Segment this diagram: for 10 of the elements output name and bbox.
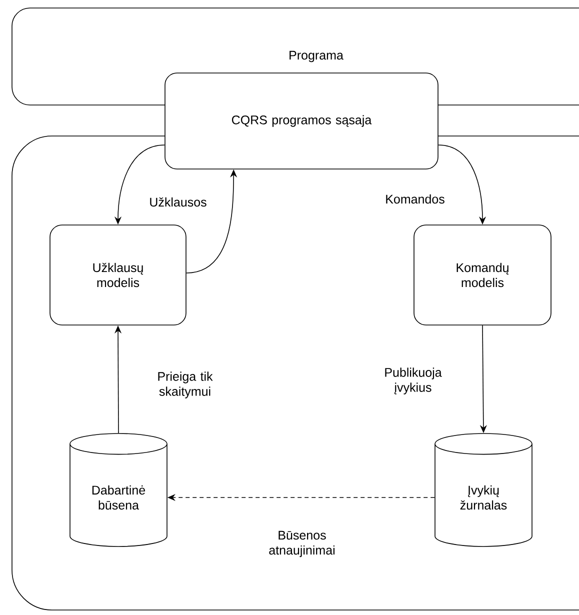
database-cylinder: Dabartinė būsena bbox=[70, 433, 168, 547]
edge-label: Komandos bbox=[384, 193, 446, 205]
edge-label: Publikuoja įvykius bbox=[376, 366, 450, 396]
database-cylinder: Įvykių žurnalas bbox=[434, 433, 532, 547]
process-box: Komandų modelis bbox=[414, 224, 552, 326]
process-box: CQRS programos sąsaja bbox=[164, 72, 438, 170]
edge-label: Prieiga tik skaitymui bbox=[146, 370, 224, 400]
process-box: Užklausų modelis bbox=[50, 224, 186, 326]
edge-label: Užklausos bbox=[147, 196, 209, 208]
edge-label: Būsenos atnaujinimai bbox=[261, 530, 343, 558]
